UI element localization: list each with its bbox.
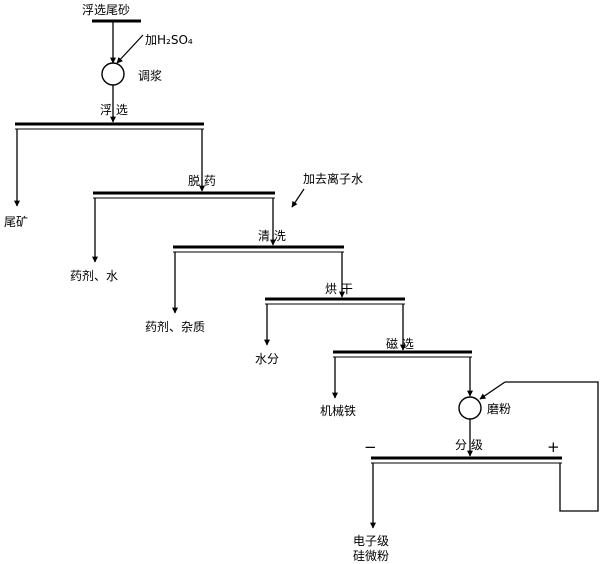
moisture-label: 水分 [255, 352, 279, 366]
oversize-recycle-line [505, 381, 599, 512]
grinding-mill-symbol [458, 396, 482, 420]
slurry-tank-symbol [101, 62, 125, 86]
reagent-impurity-label: 药剂、杂质 [145, 319, 205, 334]
flotation-label: 浮 选 [100, 103, 128, 117]
deionized-water-arrow [291, 188, 305, 208]
reagent-water-label: 药剂、水 [70, 268, 118, 283]
undersize-sign: − [364, 438, 377, 456]
tailings-label: 尾矿 [4, 215, 28, 229]
reagent-arrow [116, 34, 144, 64]
product-label-line1: 电子级 [353, 534, 389, 548]
drying-label: 烘 干 [325, 282, 353, 296]
classification-label: 分 级 [455, 438, 483, 452]
washing-label: 清 洗 [258, 229, 286, 243]
product-label-line2: 硅微粉 [353, 549, 389, 563]
iron-label: 机械铁 [320, 403, 356, 418]
reagent-label: 加H₂SO₄ [145, 33, 193, 47]
recycle-arrow [479, 381, 506, 400]
deoiling-label: 脱 药 [188, 173, 216, 188]
feed-label: 浮选尾砂 [82, 3, 130, 17]
magnetic-label: 磁 选 [386, 336, 414, 351]
slurry-step-label: 调浆 [138, 68, 162, 83]
oversize-sign: + [547, 438, 560, 456]
grinding-label: 磨粉 [487, 402, 511, 416]
deionized-water-label: 加去离子水 [303, 171, 363, 186]
